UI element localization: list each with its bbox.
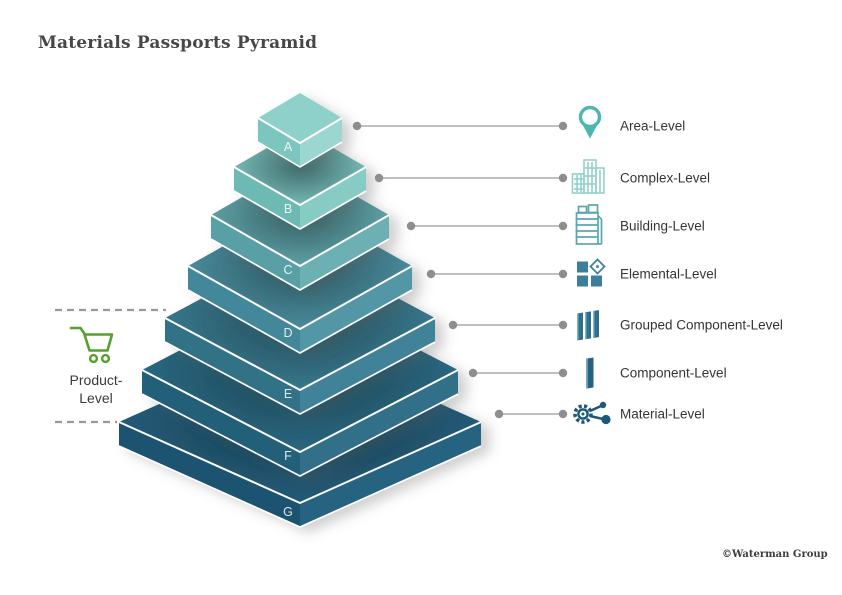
- layer-letter: G: [283, 505, 293, 519]
- leader-dot-left: [468, 368, 478, 378]
- leader-dot-right: [558, 221, 568, 231]
- grouped-components-icon: [577, 310, 599, 341]
- leader-dot-right: [558, 409, 568, 419]
- level-label: Component-Level: [620, 366, 727, 381]
- layer-letter: F: [284, 449, 292, 463]
- leader-lines: [357, 125, 563, 415]
- product-level-label-line2: Level: [79, 390, 112, 406]
- layer-letter: C: [283, 263, 292, 277]
- leader-dot-right: [558, 269, 568, 279]
- level-label: Area-Level: [620, 119, 685, 134]
- leader-dot-right: [558, 368, 568, 378]
- material-gear-network-icon: [573, 401, 611, 425]
- leader-dot-right: [558, 121, 568, 131]
- level-label: Elemental-Level: [620, 267, 717, 282]
- leader-dot-left: [406, 221, 416, 231]
- complex-buildings-icon: [571, 159, 605, 194]
- leader-dots: [352, 121, 568, 419]
- map-pin-icon: [578, 105, 602, 139]
- building-icon: [575, 204, 603, 245]
- layer-letter: B: [284, 202, 292, 216]
- level-label: Building-Level: [620, 219, 705, 234]
- leader-dot-left: [426, 269, 436, 279]
- shopping-cart-icon: [69, 326, 114, 364]
- pyramid-layer-a: A: [257, 93, 343, 168]
- level-label: Grouped Component-Level: [620, 318, 783, 333]
- leader-dot-left: [374, 173, 384, 183]
- level-label: Complex-Level: [620, 171, 710, 186]
- product-level-label-line1: Product-: [70, 372, 123, 388]
- elemental-blocks-icon: [577, 258, 606, 287]
- legend-labels: Area-Level Complex-Level Building-Level …: [620, 119, 783, 422]
- page-title: Materials Passports Pyramid: [38, 33, 317, 53]
- leader-dot-left: [448, 320, 458, 330]
- copyright-text: ©Waterman Group: [722, 549, 828, 560]
- leader-dot-right: [558, 173, 568, 183]
- leader-dot-left: [494, 409, 504, 419]
- component-slab-icon: [586, 357, 594, 389]
- level-label: Material-Level: [620, 407, 705, 422]
- leader-dot-right: [558, 320, 568, 330]
- layer-letter: E: [284, 387, 292, 401]
- layer-letter: D: [283, 326, 292, 340]
- pyramid: G F E D: [118, 93, 482, 528]
- layer-letter: A: [284, 140, 293, 154]
- leader-dot-left: [352, 121, 362, 131]
